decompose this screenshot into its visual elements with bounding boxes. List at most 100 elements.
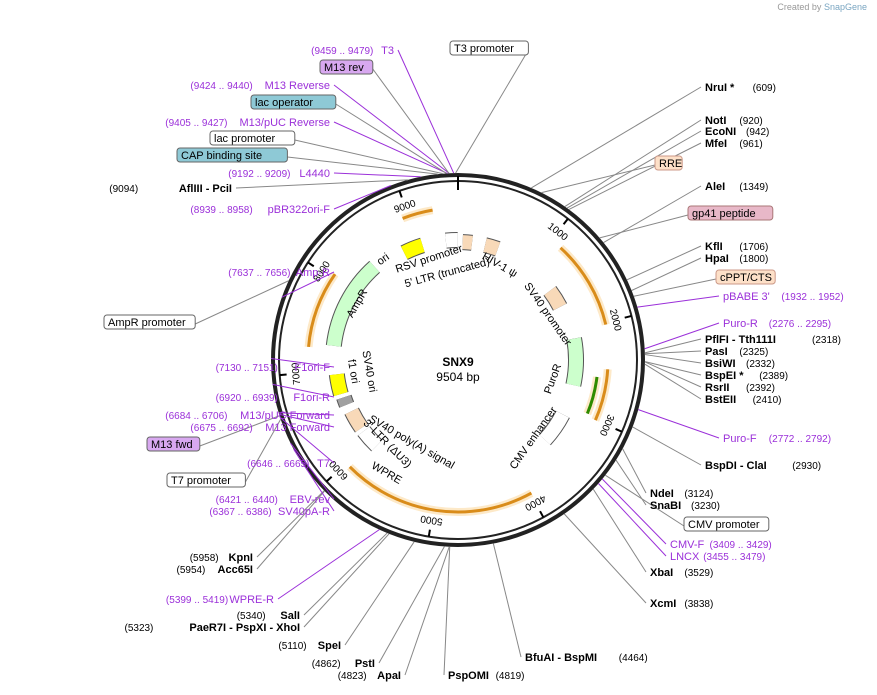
plasmid-name: SNX9 — [442, 355, 474, 369]
site-label: KpnI — [229, 552, 253, 564]
cmv-enhancer-block — [539, 410, 569, 445]
tick-mark — [427, 529, 431, 537]
site-label: BsiWI — [705, 358, 736, 370]
site-label: BspDI - ClaI — [705, 460, 767, 472]
ltr3-block — [345, 407, 368, 432]
feature-box — [146, 436, 201, 452]
site-label: SalI — [280, 610, 300, 622]
feature-box — [654, 155, 683, 171]
feature-box-label: T7 promoter — [171, 475, 231, 487]
primer-label: Puro-F — [723, 433, 757, 445]
feature-box — [683, 516, 770, 532]
primer-position: (7130 .. 7151) — [216, 363, 278, 374]
feature-box-label: RRE — [659, 158, 682, 170]
site-position: (1800) — [739, 254, 768, 265]
site-label: PasI — [705, 346, 728, 358]
feature-box-label: gp41 peptide — [692, 208, 756, 220]
tick-mark — [279, 373, 287, 377]
label-leader — [644, 363, 702, 400]
feature-box-label: M13 fwd — [151, 439, 193, 451]
label-leader — [404, 546, 450, 676]
site-position: (2410) — [753, 395, 782, 406]
site-position: (2930) — [792, 461, 821, 472]
site-position: (2392) — [746, 383, 775, 394]
tick-label: 7000 — [290, 362, 303, 386]
snapgene-credit: Created by SnapGene — [777, 2, 867, 12]
site-label: Acc65I — [218, 564, 253, 576]
feature-box-label: cPPT/CTS — [720, 272, 772, 284]
label-leader — [541, 164, 656, 194]
site-position: (961) — [739, 139, 762, 150]
primer-position: (9192 .. 9209) — [228, 169, 290, 180]
label-leader — [644, 354, 702, 364]
label-leader — [601, 478, 667, 545]
label-leader — [293, 448, 335, 512]
feature-box-label: AmpR promoter — [108, 317, 186, 329]
label-leader — [605, 474, 685, 527]
label-leader — [603, 185, 702, 243]
tick-mark — [539, 510, 545, 518]
site-position: (2332) — [746, 359, 775, 370]
feature-label: PuroR — [542, 362, 564, 395]
primer-label: pBABE 3' — [723, 291, 770, 303]
feature-box-label: M13 rev — [324, 62, 364, 74]
tick-mark — [624, 314, 632, 319]
label-leader — [303, 532, 388, 616]
site-label: PstI — [355, 658, 375, 670]
primer-label: L4440 — [299, 168, 330, 180]
site-label: NdeI — [650, 488, 674, 500]
label-leader — [644, 350, 702, 355]
label-leader — [632, 426, 702, 466]
label-leader — [626, 245, 702, 281]
feature-box — [449, 40, 529, 56]
site-position: (942) — [746, 127, 769, 138]
label-leader — [287, 156, 438, 175]
primer-position: (6646 .. 6665) — [247, 459, 309, 470]
site-label: RsrII — [705, 382, 729, 394]
site-position: (9094) — [109, 184, 138, 195]
label-leader — [194, 280, 289, 325]
orf-arc — [594, 369, 610, 421]
site-position: (5110) — [278, 641, 306, 652]
label-leader — [333, 172, 421, 178]
label-leader — [638, 409, 720, 439]
primer-position: (7637 .. 7656) — [228, 268, 290, 279]
label-leader — [443, 546, 451, 676]
label-leader — [644, 338, 702, 354]
label-leader — [294, 139, 443, 175]
site-position: (4823) — [338, 671, 367, 682]
label-leader — [290, 442, 335, 500]
site-label: SpeI — [318, 640, 341, 652]
site-position: (5323) — [124, 623, 153, 634]
primer-position: (6421 .. 6440) — [216, 495, 278, 506]
feature-label: SV40 promoter — [521, 281, 573, 349]
primer-label: Puro-R — [723, 318, 758, 330]
primer-position: (2772 .. 2792) — [769, 434, 831, 445]
primer-label: Amp-R — [296, 267, 330, 279]
tick-mark — [615, 428, 623, 433]
feature-box — [103, 314, 196, 330]
label-leader — [598, 483, 667, 557]
tick-label: 2000 — [607, 308, 623, 333]
orf-arc — [585, 376, 599, 415]
feature-box — [176, 147, 288, 163]
label-leader — [644, 322, 720, 350]
site-label: EcoNI — [705, 126, 736, 138]
primer-position: (3455 .. 3479) — [703, 552, 765, 563]
label-leader — [244, 419, 282, 483]
tick-mark — [398, 190, 403, 198]
tick-label: 5000 — [419, 512, 443, 527]
label-leader — [281, 271, 335, 298]
primer-position: (2276 .. 2295) — [769, 319, 831, 330]
site-label: PaeR7I - PspXI - XhoI — [189, 622, 300, 634]
site-label: ApaI — [377, 670, 401, 682]
site-position: (920) — [739, 116, 762, 127]
rsv-promoter-block — [445, 233, 458, 248]
label-leader — [335, 103, 447, 174]
site-position: (3124) — [684, 489, 713, 500]
label-leader — [568, 142, 702, 210]
label-leader — [564, 119, 702, 207]
wpre-block — [358, 426, 382, 451]
ampr-block — [326, 261, 380, 347]
